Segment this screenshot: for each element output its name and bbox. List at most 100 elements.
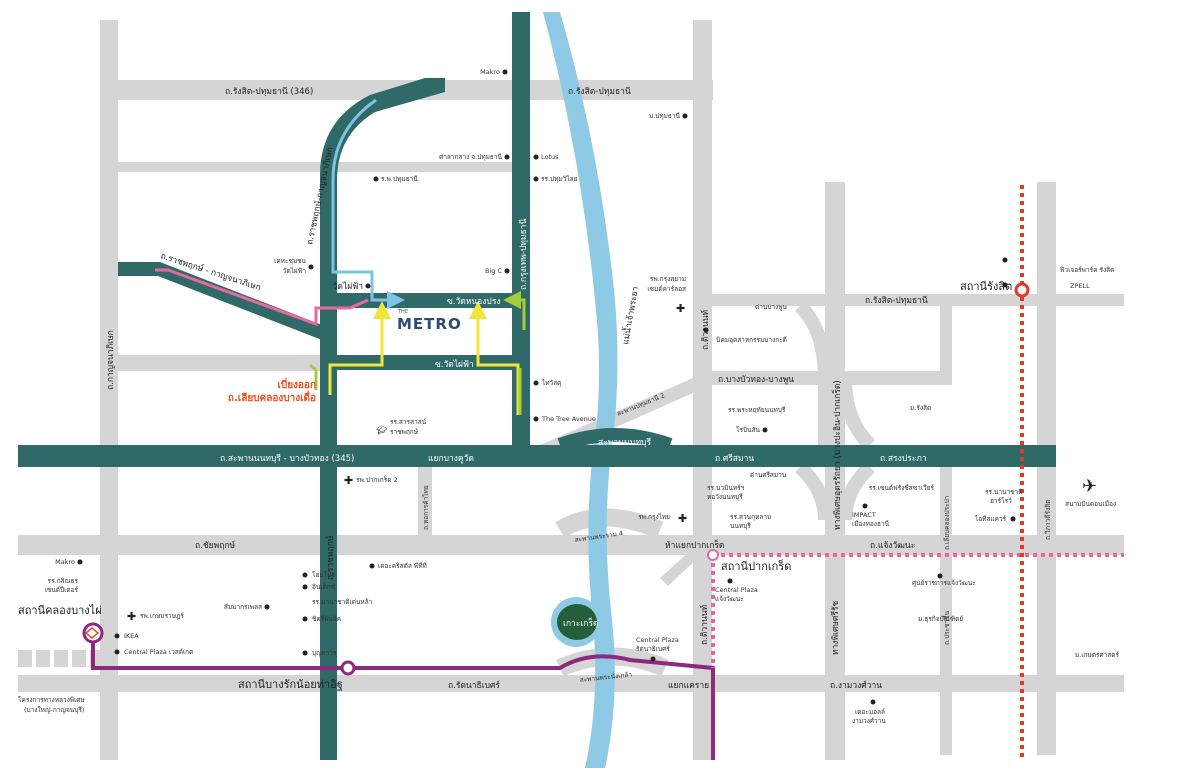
place-label: ZPELL [1070,282,1090,290]
purple-line [91,633,715,760]
road-label: ถ.รังสิต-ปทุมธานี (346) [225,86,313,97]
road-label: ซ.วัดไผ่ฟ้า [435,359,474,370]
road-label: ถ.สรงประภา [880,454,927,464]
place-label: รร.นวมินทร์ฯ [707,484,745,492]
school-icon: 🎓︎ [376,424,387,436]
place-label: Makro [480,68,500,76]
place-label: อินเด็กซ์ [312,582,336,591]
place-label: เดอะมอลล์ [855,708,885,716]
place-label: รร.สวนกุหลาบ [730,513,771,521]
place-label: ไอทีสแควร์ [974,515,1007,523]
place-label: หอวังนนทบุรี [707,493,743,501]
place-label: ราชพฤกษ์ [390,428,419,436]
road-label: แยกแคราย [668,681,709,691]
road-label: ถ.บางบัวทอง-บางพูน [718,375,794,385]
place-label: เมืองทองธานี [852,520,890,528]
place-label: ร.พ.ปทุมธานี [381,175,418,183]
place-labels: Makro ม.ปทุมธานี ศาลากลาง จ.ปทุมธานี Lot… [45,68,1120,725]
road-label: ด่านบางพูน [755,303,788,311]
place-label: เกาะเกร็ด [563,617,599,629]
place-label: ชิครีพับลิค [312,615,341,623]
place-label: เซนต์ปีเตอร์ [45,586,79,594]
road-label: (บางใหญ่-กาญจนบุรี) [24,706,84,714]
route-arrow-blue [331,98,405,309]
place-dots [77,69,1016,705]
place-label: เคหะชุมชน [274,257,306,265]
river-label: แม่น้ำเจ้าพระยา [619,286,641,346]
road-label: ถ.ติวานนท์ [699,604,710,645]
place-label: ศาลากลาง จ.ปทุมธานี [439,153,502,161]
hospital-icon: ✚ [344,474,353,487]
place-label: ฟิวเจอร์พาร์ค รังสิต [1060,266,1115,274]
road-label: ซ.วัดหนองปรง [447,297,501,307]
road-label: ห้าแยกปากเกร็ด [665,539,724,551]
road-label: ถ.หอการค้าไทย [422,485,430,530]
place-label: The Tree Avenue [541,415,596,423]
road-label: ด่านศรีสมาน [750,471,787,479]
road-label: ถ.รังสิต-ปทุมธานี [568,86,631,97]
ko-kret-island [557,604,597,640]
logo-small: THE [397,309,408,315]
place-label: Central Plaza เวสต์เกต [124,648,193,656]
place-label: งามวงศ์วาน [852,717,886,725]
place-label: รพ.เกษมราษฎร์ [140,612,184,620]
road-label: แยกบางคูวัด [428,454,474,464]
road-label: สะพานนนทบุรี [598,437,652,448]
route-arrow-yellow-2 [469,301,520,415]
place-label: วัดไผ่ฟ้า [283,267,307,275]
route-arrow-green-1 [503,291,526,330]
place-label: Big C [485,267,502,275]
place-label: Lotus [541,153,559,161]
place-label: รพ.กรุงไทย [638,513,670,521]
road-label: ถ.ราชพฤกษ์ [325,535,336,580]
road-label: ถ.แจ้งวัฒนะ [870,540,915,551]
chao-phraya-river [543,12,618,768]
station-label: สถานีรังสิต [960,280,1012,293]
place-label: รัตนาธิเบศร์ [636,645,670,653]
place-label: ม.ปทุมธานี [649,112,681,120]
place-label: ศูนย์ราชการแจ้งวัฒนะ [912,579,976,587]
place-label: เซนต์คาร์ลอส [647,285,686,293]
place-label: โรบินสัน [736,426,761,434]
place-label: ไทวัสดุ [541,379,561,387]
place-label: Central Plaza [715,586,758,594]
place-label: สนามบินดอนเมือง [1065,500,1116,508]
place-icons: ✚ ✚ ✚ ✚ 🎓︎ [127,302,687,623]
road-label: ถ.สะพานนนทบุรี - บางบัวทอง (345) [220,453,354,464]
road-label: ถ.ชัยพฤกษ์ [195,540,235,551]
road-label: ถ.รัตนาธิเบศร์ [448,680,500,691]
place-label: รร.พระหฤทัยนนทบุรี [728,406,786,414]
place-label: ฮาร์โรว์ [990,497,1012,505]
pink-line [711,553,1124,668]
detour-label: เบี่ยงออก [277,377,316,391]
detour-label: ถ.เลียบคลองบางเดื่อ [228,390,316,404]
station-label: สถานีคลองบางไผ่ [18,604,102,617]
station-khlong-bang-phai-marker[interactable] [82,622,104,644]
road-label: ถ.กาญจนาภิเษก [106,330,116,390]
station-label: สถานีปากเกร็ด [721,559,791,573]
hospital-icon: ✚ [678,512,687,525]
road-label: ถ.กรุงเทพ-ปทุมธานี [518,219,529,290]
place-label: รร.กสิณธร [48,577,79,585]
route-arrow-yellow-1 [328,301,391,395]
station-rangsit-marker[interactable] [1014,282,1030,298]
place-label: IMPACT [852,511,876,519]
station-bang-rak-noi-marker[interactable] [340,660,356,676]
hospital-icon: ✚ [127,610,136,623]
road-label: ถ.ศรีสมาน [715,453,754,464]
road-label: ถ.ประชาชื่น [942,610,951,645]
place-label: นนทบุรี [730,522,751,530]
place-label: รร.นานาชาติเด่นหล้า [312,598,373,606]
station-pakkret-marker[interactable] [707,549,719,561]
place-label: Central Plaza [636,636,679,644]
place-label: นิคมอุตสาหกรรมบางกะดี [716,336,787,344]
place-label: รร.นานาชาติ [985,488,1023,496]
hospital-icon: ✚ [676,302,685,315]
place-label: แจ้งวัฒนะ [715,595,744,603]
place-label: เดอะคริสตัล พีทีที [378,562,427,570]
road-label: ถ.วิภาวดีรังสิต [1044,500,1052,540]
place-label: รพ.กรุงสยาม [650,275,686,283]
place-label: รร.เซนต์ฟรังซีสซาเวียร์ [869,484,935,492]
the-metro-logo[interactable]: METRO [397,315,462,333]
